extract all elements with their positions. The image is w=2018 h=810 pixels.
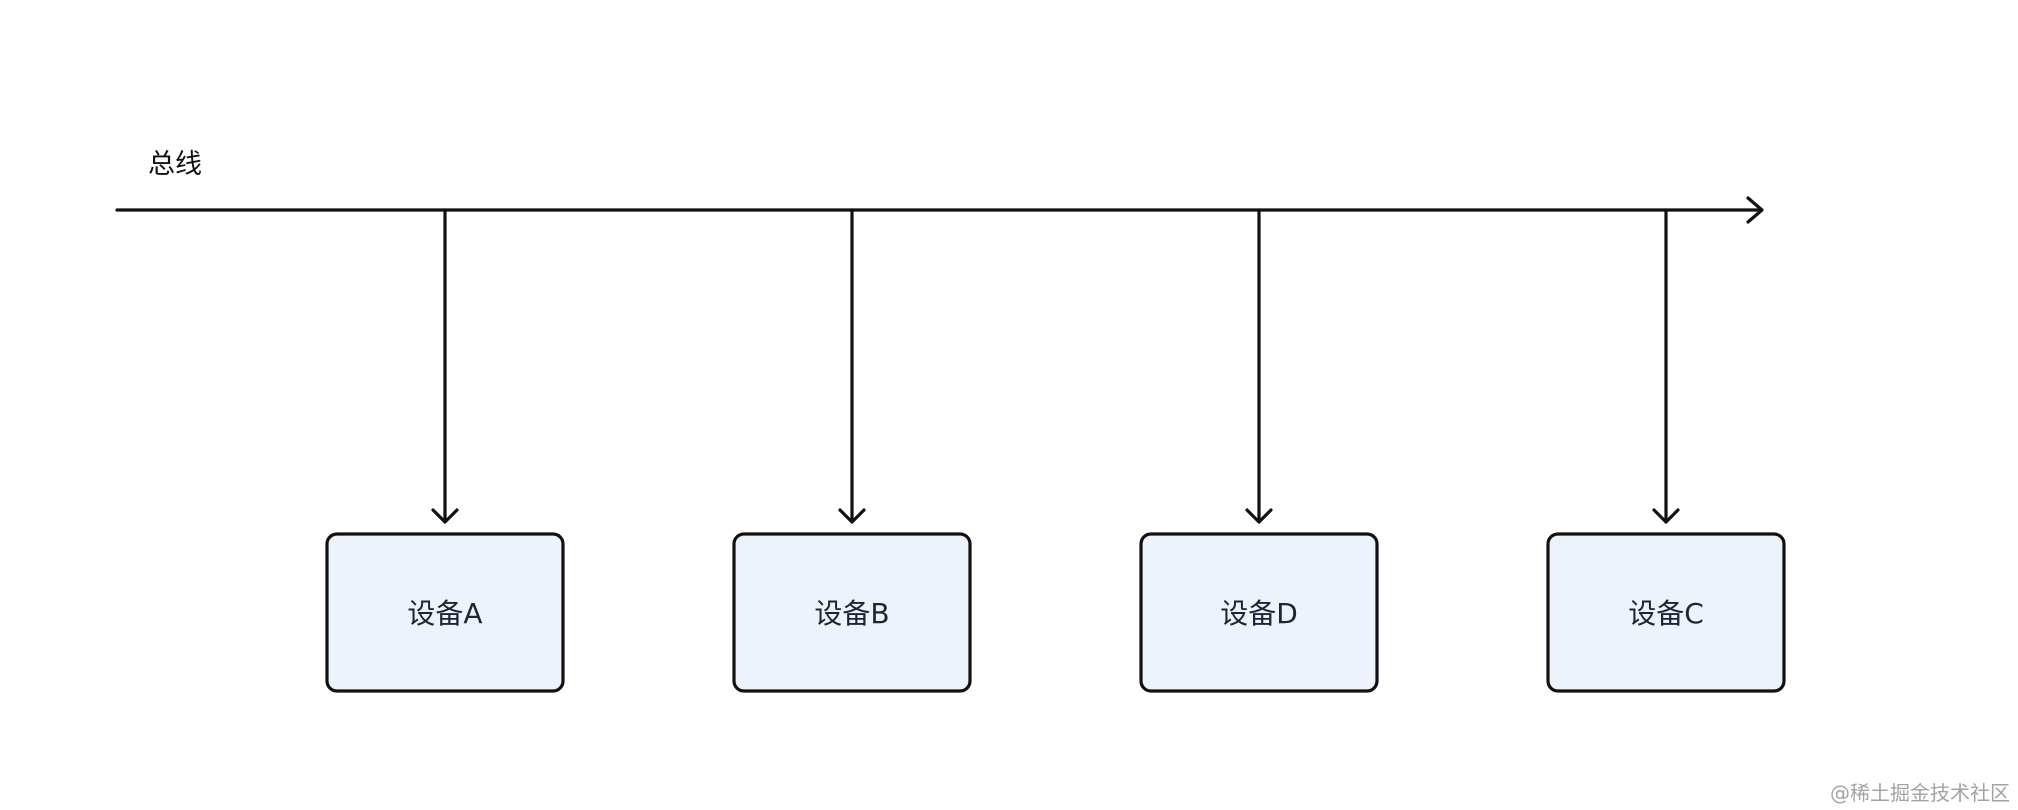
arrowhead-device-a	[431, 508, 459, 524]
device-b-box	[732, 532, 972, 693]
bus-label: 总线	[148, 149, 202, 180]
device-d-label: 设备D	[1220, 597, 1298, 630]
arrowhead-device-d	[1245, 508, 1273, 524]
arrowhead-device-b	[838, 508, 866, 524]
device-c-label: 设备C	[1628, 597, 1704, 630]
device-a-box	[325, 532, 565, 693]
device-a-label: 设备A	[407, 597, 482, 630]
device-c-box	[1546, 532, 1786, 693]
arrowhead-device-c	[1652, 508, 1680, 524]
watermark: @稀土掘金技术社区	[1830, 781, 2010, 805]
device-b-label: 设备B	[814, 597, 889, 630]
device-d-box	[1139, 532, 1379, 693]
bus-arrowhead	[1746, 196, 1764, 224]
